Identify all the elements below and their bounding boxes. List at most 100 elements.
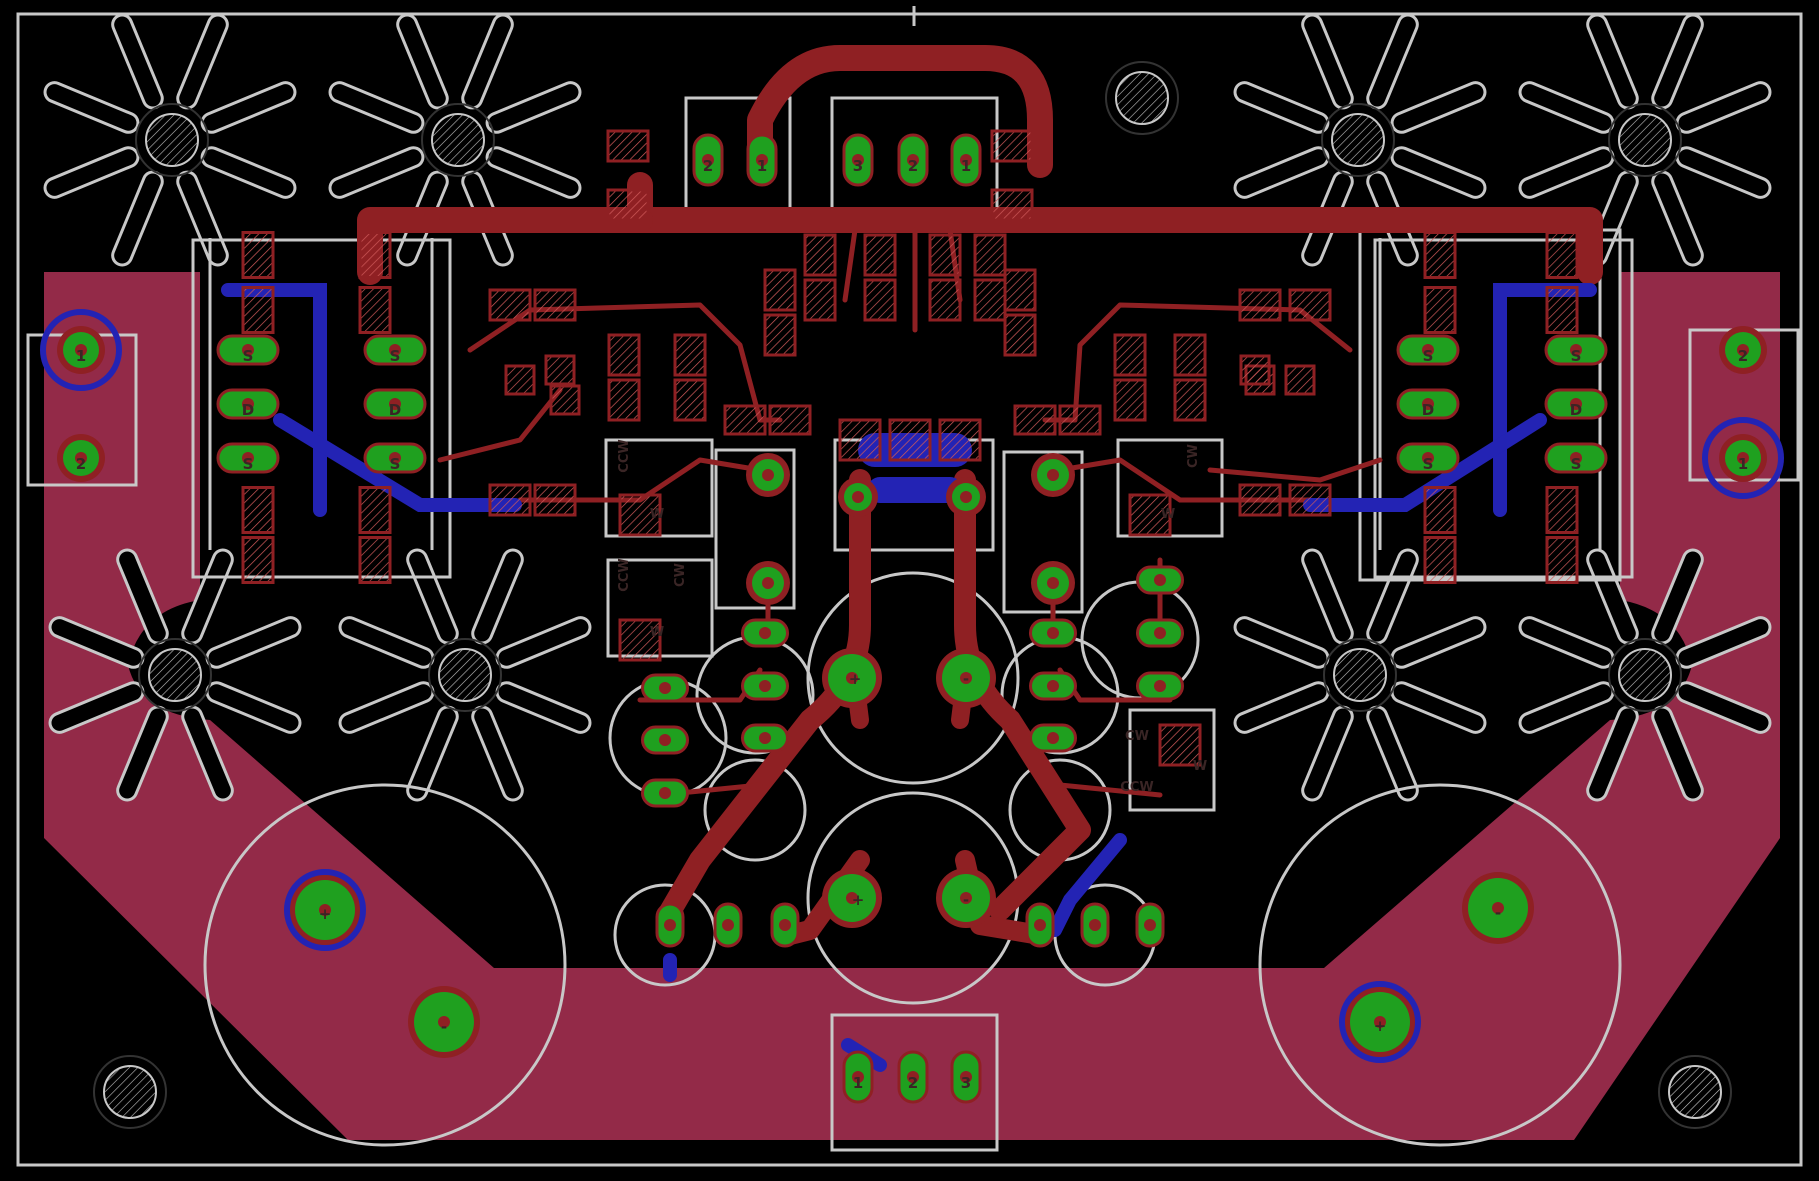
mounting-hole	[438, 648, 492, 702]
drill-hole	[759, 627, 771, 639]
right-q1-drain: D	[1422, 401, 1434, 419]
drill-hole	[1047, 469, 1059, 481]
heatsink-fin-inner	[46, 84, 137, 131]
mounting-hole	[148, 648, 202, 702]
drill-hole	[659, 682, 671, 694]
smd-pad	[768, 404, 812, 436]
pad-labels: 2 1 3 2 1 1 2 3 S D S S D S S D S S D S …	[76, 157, 1748, 1092]
heatsink-fin-inner	[1236, 684, 1327, 731]
cap-left-plus: +	[319, 905, 332, 923]
smd-pad	[803, 233, 837, 277]
smd-pad	[1423, 486, 1457, 534]
heatsink-fin-inner	[1678, 149, 1769, 196]
heatsink-fin-inner	[51, 684, 142, 731]
smd-pad	[1238, 483, 1282, 517]
drill-hole	[759, 732, 771, 744]
heatsink-fin-inner	[1393, 684, 1484, 731]
mounting-hole	[145, 113, 199, 167]
drill-hole	[1089, 919, 1101, 931]
heatsink-fin-inner	[1393, 619, 1484, 666]
drill-hole	[659, 787, 671, 799]
drill-hole	[762, 577, 774, 589]
smd-pad	[928, 278, 962, 322]
drill-hole	[756, 154, 768, 166]
heatsink-fin-inner	[184, 708, 231, 799]
conn-bottom-pin-3: 3	[961, 1074, 971, 1092]
smd-pad	[1545, 231, 1579, 279]
drill-hole	[75, 344, 87, 356]
drill-hole	[1737, 452, 1749, 464]
drill-hole	[722, 919, 734, 931]
drill-hole	[960, 154, 972, 166]
heatsink-fin-inner	[331, 84, 422, 131]
drill-hole	[1570, 344, 1582, 356]
trim4-cw: CW	[1125, 729, 1149, 744]
drill-hole	[242, 344, 254, 356]
right-q2-source-2: S	[1571, 455, 1582, 473]
heatsink-fin-inner	[409, 708, 456, 799]
heatsink-fin-inner	[488, 84, 579, 131]
cap-right-minus: -	[1495, 904, 1501, 922]
heatsink-fin-inner	[1654, 708, 1701, 799]
heatsink-fin-inner	[1521, 149, 1612, 196]
smd-pad	[241, 231, 275, 279]
smd-pad	[990, 129, 1034, 163]
mounting-hole-ring	[1323, 638, 1397, 712]
drill-hole	[319, 904, 331, 916]
mounting-hole	[1333, 648, 1387, 702]
cap-center-top-minus: -	[963, 670, 969, 688]
smd-pad	[928, 233, 962, 277]
mounting-holes	[93, 61, 1732, 1129]
conn-top-left-pin-2: 2	[703, 157, 713, 175]
heatsink-fin-inner	[1654, 16, 1701, 107]
smd-pad	[1545, 286, 1579, 334]
smd-pad	[618, 493, 662, 537]
heatsink-fin-inner	[114, 16, 161, 107]
through-hole-pads	[40, 133, 1784, 1104]
smd-components	[241, 129, 1579, 767]
smd-pad	[488, 288, 532, 322]
conn-bottom-pin-2: 2	[908, 1074, 918, 1092]
mounting-hole-ring	[1658, 1055, 1732, 1129]
top-copper-traces	[357, 45, 1603, 945]
mounting-hole	[1668, 1065, 1722, 1119]
smd-pad	[544, 354, 576, 386]
bottom-pad-ring	[284, 869, 366, 951]
smd-pad	[803, 278, 837, 322]
mounting-hole-ring	[1608, 103, 1682, 177]
smd-pad	[1173, 378, 1207, 422]
conn-top-center-pin-2: 2	[908, 157, 918, 175]
trim2-ccw: CCW	[617, 558, 632, 591]
heatsink-fin-inner	[1654, 173, 1701, 264]
heatsink-fin-inner	[341, 619, 432, 666]
drill-hole	[389, 398, 401, 410]
drill-hole	[762, 469, 774, 481]
heatsink-fin-inner	[1589, 551, 1636, 642]
smd-pad	[504, 364, 536, 396]
smd-pad	[241, 536, 275, 584]
heatsink-fin-inner	[1369, 708, 1416, 799]
heatsink-fin-inner	[1304, 16, 1351, 107]
smd-pad	[863, 233, 897, 277]
mounting-hole	[103, 1065, 157, 1119]
drill-hole	[1492, 902, 1504, 914]
smd-pad	[618, 618, 662, 662]
drill-hole	[1422, 344, 1434, 356]
smd-pad	[1058, 404, 1102, 436]
drill-hole	[1422, 452, 1434, 464]
mounting-hole-ring	[1608, 638, 1682, 712]
trim3-w: W	[1161, 507, 1175, 522]
cap-center-bottom-plus: +	[852, 891, 865, 909]
drill-hole	[779, 919, 791, 931]
smd-pad	[763, 313, 797, 357]
drill-hole	[1154, 627, 1166, 639]
smd-pad	[1128, 493, 1172, 537]
smd-pad	[606, 129, 650, 163]
heatsink-fin-inner	[1236, 149, 1327, 196]
mounting-hole	[1618, 113, 1672, 167]
smd-pad	[938, 418, 982, 462]
drill-hole	[852, 154, 864, 166]
smd-pad	[838, 418, 882, 462]
smd-pad	[241, 286, 275, 334]
